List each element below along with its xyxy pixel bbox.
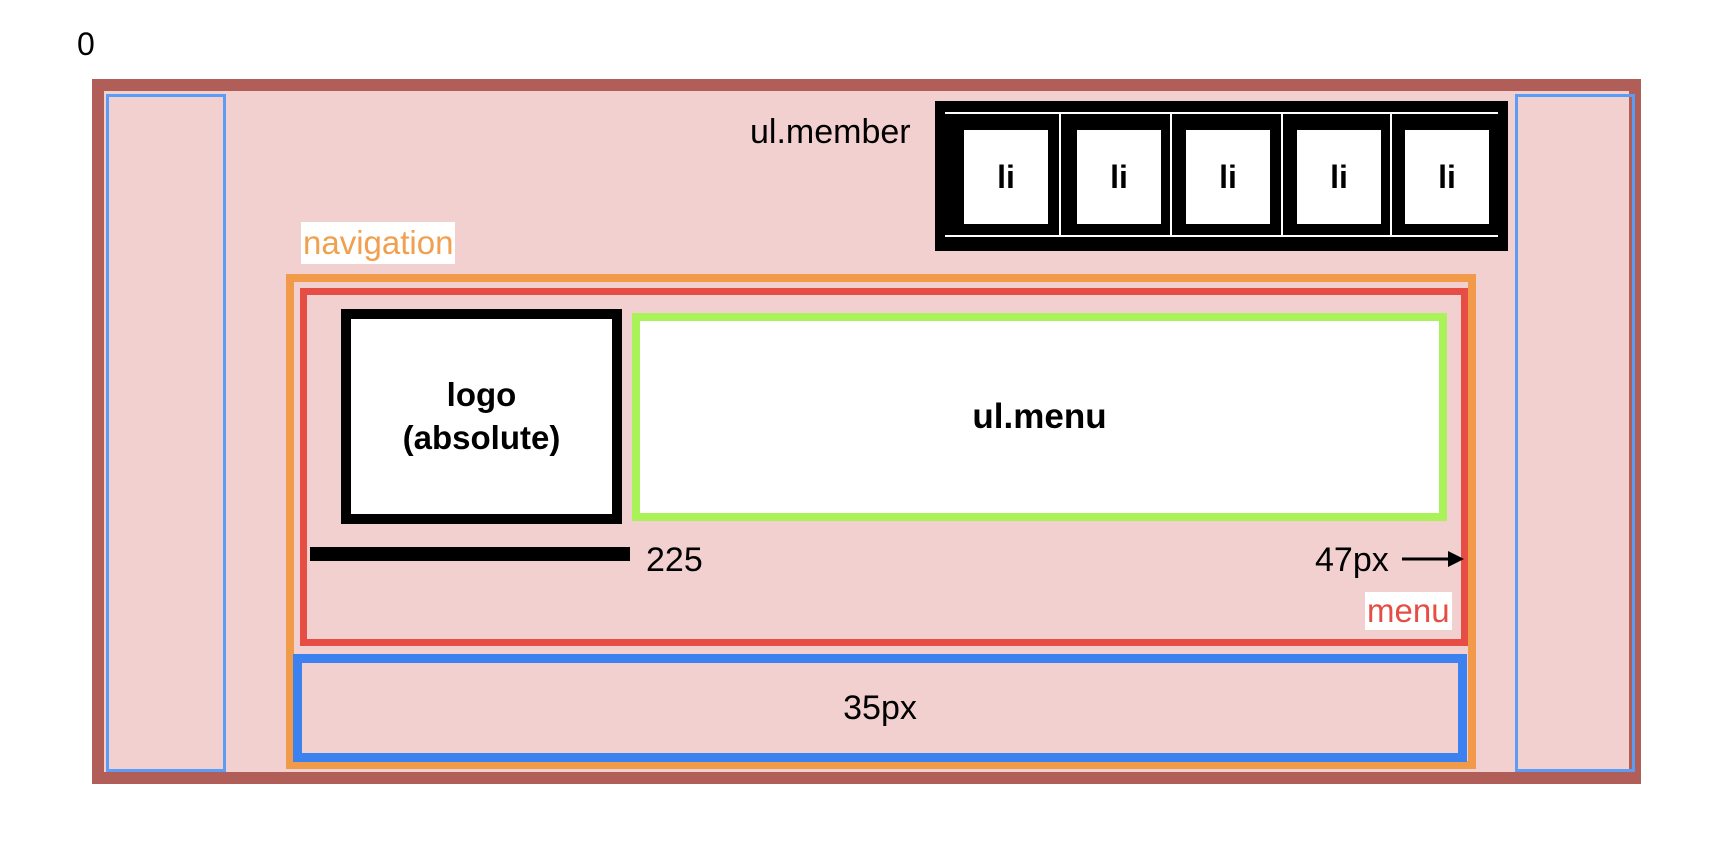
bottom-box-label: 35px	[843, 688, 917, 727]
navigation-label: navigation	[301, 222, 456, 264]
navigation-box	[286, 274, 1476, 769]
ul-menu-label: ul.menu	[972, 397, 1107, 436]
member-list-item: li	[1186, 130, 1270, 224]
menu-box	[300, 288, 1468, 646]
dimension-left-label: 225	[646, 541, 703, 579]
member-list-item: li	[1405, 130, 1489, 224]
corner-zero-label: 0	[77, 26, 95, 62]
right-arrow-icon	[1402, 551, 1464, 567]
member-top-rule	[945, 112, 1498, 114]
member-bottom-rule	[945, 235, 1498, 237]
logo-label: logo (absolute)	[402, 375, 561, 456]
member-divider	[1281, 112, 1283, 236]
bottom-box: 35px	[293, 654, 1467, 762]
left-side-column	[106, 94, 226, 772]
right-side-column	[1515, 94, 1635, 772]
member-divider	[1059, 112, 1061, 236]
menu-label: menu	[1365, 592, 1452, 630]
member-list-item: li	[964, 130, 1048, 224]
dimension-bar	[310, 547, 630, 561]
dimension-right-label: 47px	[1315, 541, 1389, 579]
member-divider	[1170, 112, 1172, 236]
member-list: li li li li li	[935, 101, 1508, 251]
member-divider	[1390, 112, 1392, 236]
member-list-label: ul.member	[750, 113, 911, 151]
member-list-item: li	[1297, 130, 1381, 224]
logo-box: logo (absolute)	[341, 309, 622, 524]
member-list-item: li	[1077, 130, 1161, 224]
ul-menu-box: ul.menu	[632, 313, 1447, 521]
